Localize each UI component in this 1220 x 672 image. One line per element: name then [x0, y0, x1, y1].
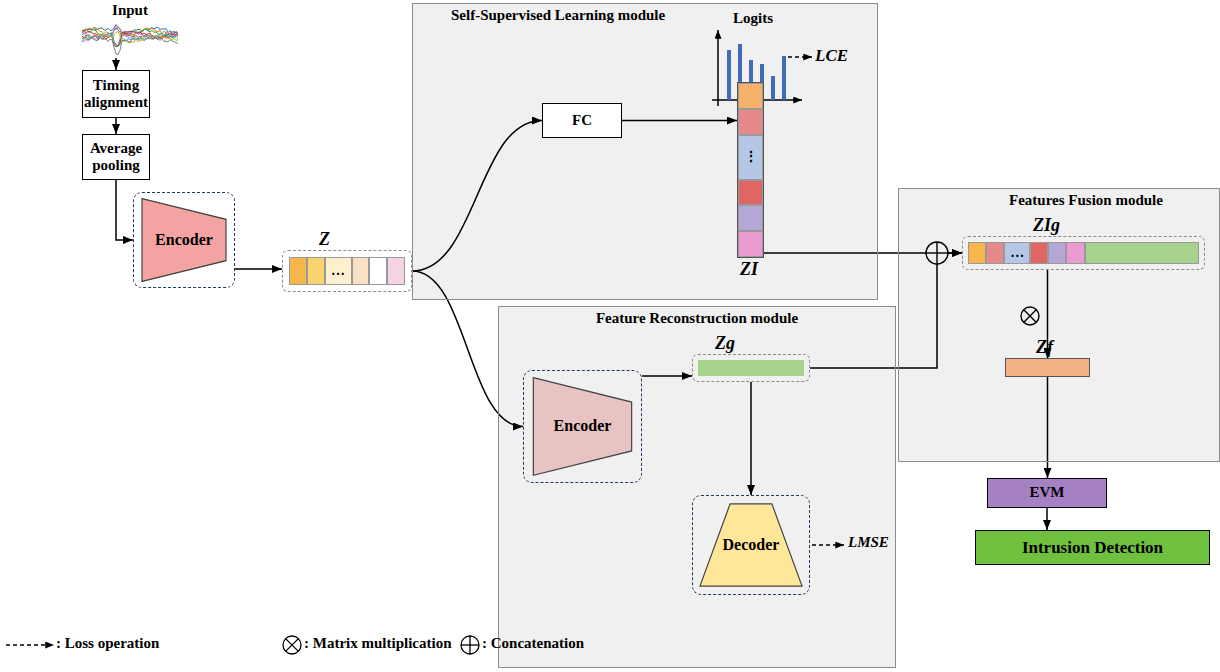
process-box: Average pooling — [82, 134, 150, 180]
feature-vector: Zf — [1005, 358, 1090, 377]
vector-cell: … — [325, 257, 352, 285]
feature-vector: …ZIg — [962, 236, 1205, 270]
connector-arrow — [116, 180, 133, 240]
vector-cell — [738, 180, 763, 206]
module-panel: FC⋮ZISelf-Supervised Learning module — [412, 3, 878, 300]
box-label: Average pooling — [86, 140, 146, 175]
panel-title: Feature Reconstruction module — [499, 310, 895, 327]
process-box: Intrusion Detection — [975, 530, 1210, 565]
ellipsis: ⋮ — [744, 150, 758, 164]
vector-cell — [289, 257, 307, 285]
ellipsis: … — [331, 264, 345, 278]
signal-trace — [82, 35, 178, 55]
input-waveform — [82, 25, 178, 55]
vector-name: ZIg — [1033, 215, 1060, 236]
vector-name: ZI — [740, 259, 758, 280]
legend-matmul — [283, 636, 301, 654]
vector-cell — [387, 257, 405, 285]
vector-cell — [1048, 242, 1066, 264]
feature-vector: …Z — [282, 250, 412, 292]
process-box: FC — [542, 103, 622, 138]
legend-text: : Loss operation — [56, 635, 159, 652]
legend-text: : Matrix multiplication — [304, 635, 451, 652]
signal-trace — [82, 33, 178, 47]
legend-text: : Concatenation — [482, 635, 584, 652]
vector-cell — [1066, 242, 1084, 264]
vector-name: Zg — [715, 333, 735, 354]
network-block: Decoder — [692, 495, 810, 595]
vector-cell — [369, 257, 387, 285]
vector-cells: … — [289, 257, 405, 285]
signal-trace — [82, 30, 178, 47]
box-label: FC — [572, 112, 592, 129]
ellipsis: … — [1010, 246, 1024, 260]
vector-cell — [698, 360, 804, 376]
legend-symbols — [6, 636, 479, 654]
module-panel: Encoder ZgDecoder Feature Reconstruction m… — [498, 306, 896, 668]
network-block: Encoder — [133, 192, 235, 288]
input-heading: Input — [80, 2, 180, 18]
box-label: EVM — [1030, 484, 1065, 501]
block-label: Encoder — [554, 417, 612, 435]
vector-cells: … — [968, 242, 1199, 264]
connector-arrow — [235, 268, 282, 270]
vector-cell — [352, 257, 370, 285]
vector-cell — [1085, 242, 1200, 264]
box-label: Timing alignment — [84, 77, 148, 112]
connector-arrow — [115, 58, 117, 70]
vector-cell — [738, 109, 763, 135]
vector-cell — [738, 231, 763, 257]
panel-title: Features Fusion module — [1009, 192, 1163, 209]
process-box: EVM — [987, 478, 1107, 508]
loss-label: LCE — [815, 46, 848, 66]
loss-label: LMSE — [848, 534, 889, 551]
feature-vector: Zg — [692, 354, 810, 382]
vector-cells — [698, 360, 804, 376]
vector-cell — [986, 242, 1004, 264]
legend-concat — [461, 636, 479, 654]
vector-cell: … — [1004, 242, 1030, 264]
process-box: Timing alignment — [82, 70, 150, 118]
vector-cell — [738, 83, 763, 109]
vector-name: Z — [319, 229, 330, 250]
feature-vector: ⋮ZI — [737, 82, 764, 258]
vector-cells: ⋮ — [738, 83, 763, 257]
box-label: Intrusion Detection — [1022, 538, 1163, 558]
legend-dash-arrow — [6, 644, 54, 646]
block-label: Decoder — [723, 536, 780, 554]
module-panel: …ZIgZfFeatures Fusion module — [898, 188, 1220, 462]
vector-cell: ⋮ — [738, 135, 763, 180]
connector-arrow — [115, 118, 117, 134]
connector-arrow — [1046, 508, 1048, 530]
vector-cell — [738, 205, 763, 231]
network-block: Encoder — [523, 370, 642, 483]
block-label: Encoder — [155, 231, 213, 249]
vector-cell — [968, 242, 986, 264]
panel-title: Self-Supervised Learning module — [451, 7, 665, 24]
vector-cell — [307, 257, 325, 285]
vector-name: Zf — [1036, 337, 1053, 358]
vector-cells — [1006, 359, 1089, 376]
chart-label: Logits — [733, 10, 773, 27]
input-block: Input — [80, 2, 180, 58]
vector-cell — [1006, 359, 1089, 376]
vector-cell — [1030, 242, 1048, 264]
